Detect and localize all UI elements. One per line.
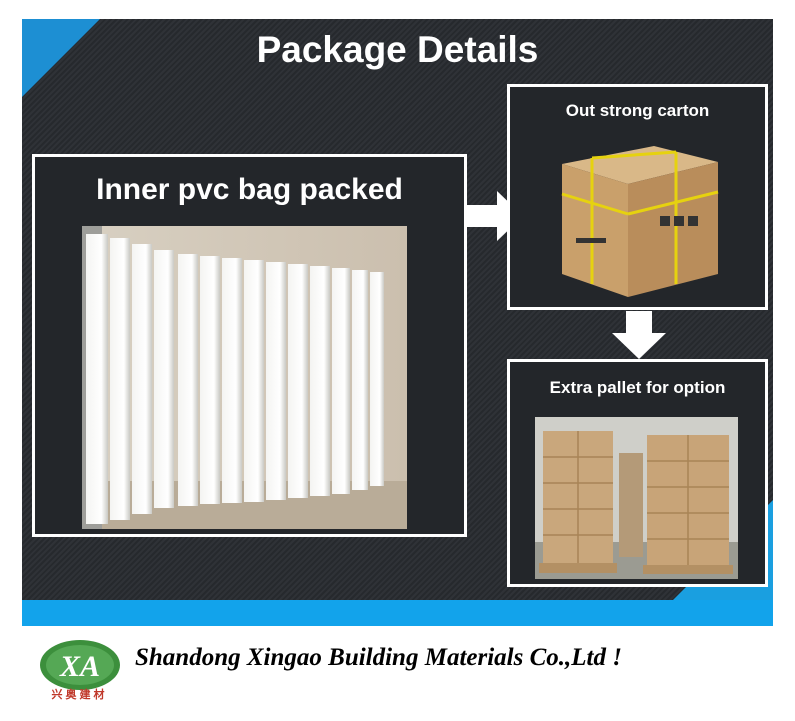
- package-details-banner: Package Details Inner pvc bag packed: [22, 19, 773, 626]
- pvc-boards-photo: [82, 226, 407, 529]
- strong-carton-panel: Out strong carton: [507, 84, 768, 310]
- footer: XA: [0, 626, 795, 721]
- bottom-accent-stripe: [22, 600, 773, 626]
- pallet-cartons-photo: [535, 417, 738, 579]
- banner-title: Package Details: [256, 29, 539, 70]
- extra-pallet-label: Extra pallet for option: [549, 378, 726, 397]
- extra-pallet-panel: Extra pallet for option: [507, 359, 768, 587]
- carton-box-image: [561, 146, 719, 297]
- inner-pvc-bag-panel: Inner pvc bag packed: [32, 154, 467, 537]
- logo-chinese-name: 兴奥建材: [51, 689, 108, 701]
- logo-text: XA: [59, 650, 100, 683]
- corner-accent-top-left: [22, 19, 100, 97]
- inner-pvc-bag-label: Inner pvc bag packed: [96, 173, 403, 206]
- company-name: Shandong Xingao Building Materials Co.,L…: [135, 644, 622, 671]
- xingao-logo: XA: [40, 640, 120, 690]
- strong-carton-label: Out strong carton: [565, 101, 710, 120]
- arrow-down-icon: [612, 311, 666, 359]
